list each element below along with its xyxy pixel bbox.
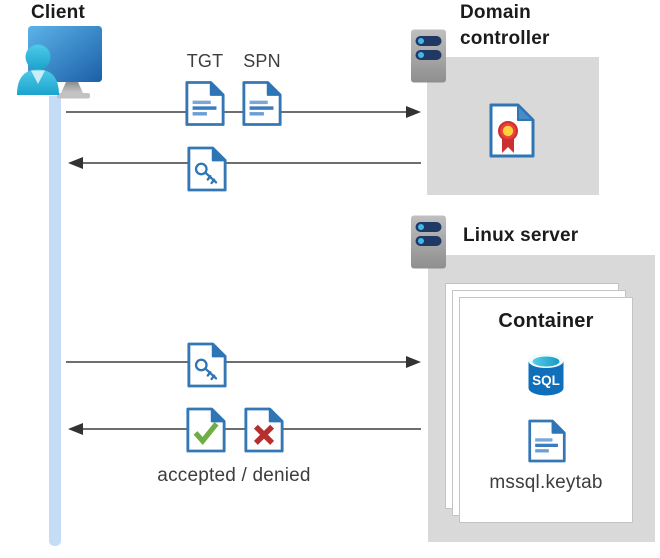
accepted-document-icon — [186, 407, 226, 453]
client-lifeline-bar — [49, 96, 61, 546]
accepted-denied-caption: accepted / denied — [157, 465, 311, 486]
key-ticket-document-icon — [187, 146, 227, 192]
domain-controller-title-line2: controller — [460, 28, 550, 49]
sql-badge-label: SQL — [532, 373, 560, 388]
arrowhead-right-icon — [406, 106, 421, 118]
client-title: Client — [31, 2, 85, 23]
denied-document-icon — [244, 407, 284, 453]
key-ticket-document-icon — [187, 342, 227, 388]
keytab-document-icon — [528, 419, 566, 463]
server-icon — [411, 215, 446, 269]
container-title: Container — [498, 310, 594, 332]
arrowhead-right-icon — [406, 356, 421, 368]
sql-database-icon: SQL — [528, 354, 564, 396]
domain-controller-title: Domain controller — [460, 0, 550, 52]
user-monitor-icon — [17, 26, 102, 99]
tgt-label: TGT — [186, 51, 224, 71]
spn-label: SPN — [243, 51, 281, 71]
domain-controller-title-line1: Domain — [460, 2, 531, 23]
arrowhead-left-icon — [68, 423, 83, 435]
spn-document-icon — [242, 81, 282, 126]
tgt-document-icon — [185, 81, 225, 126]
server-icon — [411, 29, 446, 83]
linux-server-title: Linux server — [463, 225, 579, 246]
arrowhead-left-icon — [68, 157, 83, 169]
certificate-icon — [489, 103, 535, 158]
keytab-file-label: mssql.keytab — [489, 472, 603, 493]
container-card: Container SQL mssql.keytab — [459, 297, 633, 523]
